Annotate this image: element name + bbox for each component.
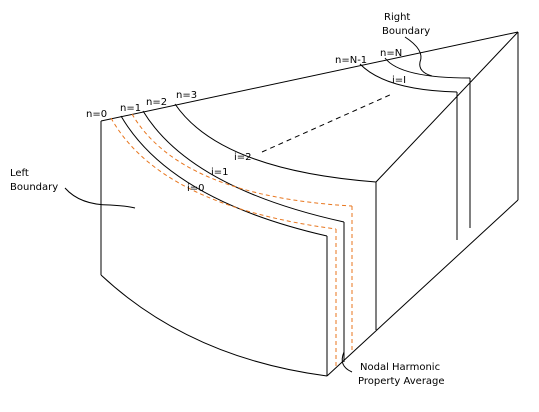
label-i2: i=2 xyxy=(234,152,252,163)
label-left-boundary-1: Left xyxy=(10,168,29,179)
label-n3: n=3 xyxy=(176,90,197,101)
label-i1: i=1 xyxy=(211,167,229,178)
sector-outline xyxy=(100,31,519,377)
top-surface-arcs xyxy=(120,57,471,237)
bottom-front-arc xyxy=(100,274,328,377)
nodal-average-dashes xyxy=(110,113,353,368)
arc-n1 xyxy=(120,115,328,237)
top-edge xyxy=(100,31,519,122)
label-right-boundary-2: Boundary xyxy=(382,26,430,37)
label-iI: i=I xyxy=(392,75,406,86)
labels: n=0 n=1 n=2 n=3 n=N-1 n=N i=I i=2 i=1 i=… xyxy=(10,12,445,387)
label-i0: i=0 xyxy=(187,183,205,194)
label-nodal-1: Nodal Harmonic xyxy=(360,362,440,373)
label-nN1: n=N-1 xyxy=(335,55,367,66)
top-slant-edge xyxy=(375,31,519,183)
bottom-slant-edge xyxy=(326,199,519,377)
label-n1: n=1 xyxy=(120,103,141,114)
left-boundary-callout xyxy=(64,187,136,209)
arc-n3 xyxy=(174,103,377,183)
label-right-boundary-1: Right xyxy=(384,12,410,23)
hidden-radial-dashes xyxy=(261,93,393,153)
right-boundary-callout xyxy=(404,36,433,77)
label-n2: n=2 xyxy=(146,97,167,108)
arc-n2 xyxy=(142,110,345,223)
front-vertical-lines xyxy=(343,78,471,362)
label-nodal-2: Property Average xyxy=(358,376,445,387)
label-nN: n=N xyxy=(380,48,402,59)
label-left-boundary-2: Boundary xyxy=(10,182,58,193)
label-n0: n=0 xyxy=(86,109,107,120)
arc-nN1 xyxy=(359,63,458,93)
nodal-average-callout xyxy=(341,351,353,373)
avg-arc-2 xyxy=(131,113,353,207)
arc-nN xyxy=(384,57,471,79)
callout-lines xyxy=(64,36,433,373)
